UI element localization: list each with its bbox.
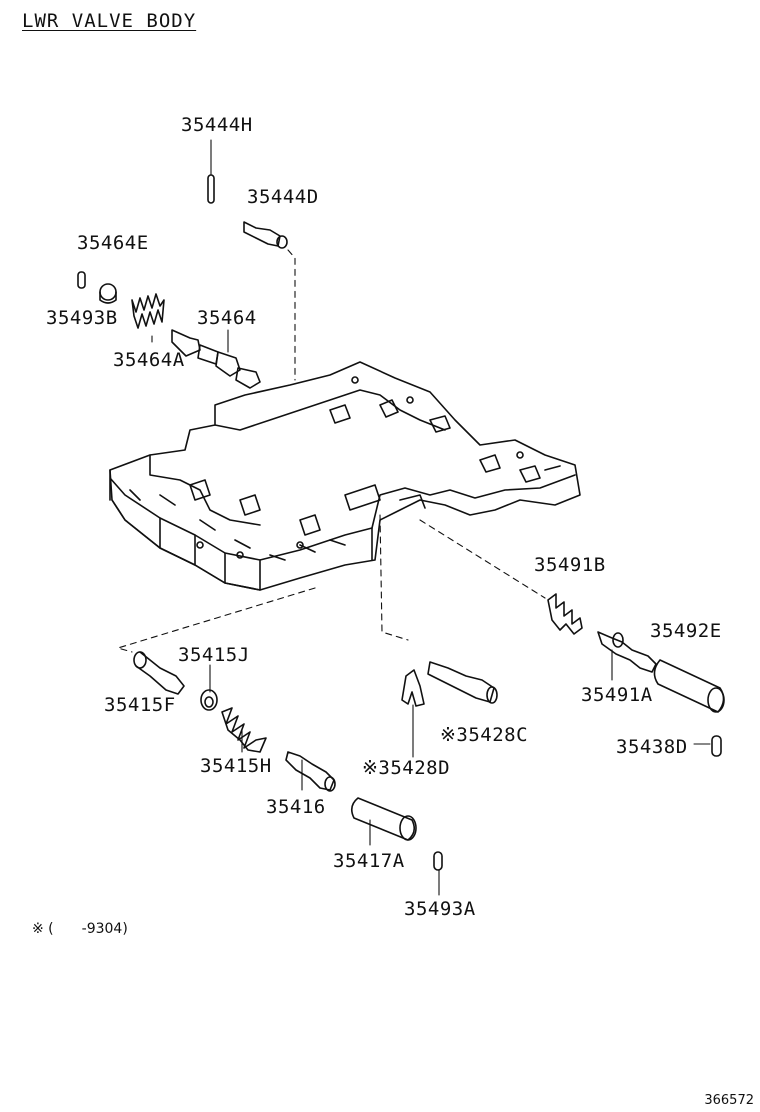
label-35464a: 35464A bbox=[113, 349, 185, 371]
diagram-title: LWR VALVE BODY bbox=[22, 10, 197, 32]
label-35428d: ※35428D bbox=[362, 757, 451, 779]
label-35417a: 35417A bbox=[333, 850, 405, 872]
lower-valve-body-plate bbox=[109, 361, 581, 591]
label-35438d: 35438D bbox=[616, 736, 688, 758]
label-35492e: 35492E bbox=[650, 620, 722, 642]
label-35464e: 35464E bbox=[77, 232, 149, 254]
label-35415h: 35415H bbox=[200, 755, 272, 777]
sleeve-35417a bbox=[350, 797, 417, 841]
valve-35416 bbox=[285, 751, 336, 792]
label-35428c: ※35428C bbox=[440, 724, 529, 746]
retainer-35428d bbox=[401, 669, 425, 707]
spring-35464a bbox=[131, 293, 165, 329]
label-35444h: 35444H bbox=[181, 114, 253, 136]
label-35491b: 35491B bbox=[534, 554, 606, 576]
label-35415f: 35415F bbox=[104, 694, 176, 716]
pin-35493b bbox=[77, 271, 86, 289]
spring-35415h bbox=[221, 707, 267, 753]
plug-35464e bbox=[99, 283, 117, 304]
label-35415j: 35415J bbox=[178, 644, 250, 666]
plug-35415f bbox=[133, 651, 185, 695]
footnote: ※ ( -9304) bbox=[32, 921, 128, 937]
callout-lines bbox=[151, 139, 711, 896]
plug-35444d bbox=[243, 221, 288, 249]
pin-35438d bbox=[711, 735, 722, 757]
label-35491a: 35491A bbox=[581, 684, 653, 706]
pin-35493a bbox=[433, 851, 443, 871]
label-35444d: 35444D bbox=[247, 186, 319, 208]
label-35493a: 35493A bbox=[404, 898, 476, 920]
valve-35428c bbox=[427, 661, 498, 704]
document-number: 366572 bbox=[704, 1093, 754, 1108]
sleeve-35492e bbox=[653, 659, 725, 713]
spring-35491b bbox=[547, 593, 583, 635]
valve-35464 bbox=[171, 329, 261, 389]
label-35493b: 35493B bbox=[46, 307, 118, 329]
valve-35491a bbox=[597, 631, 657, 673]
label-35464: 35464 bbox=[197, 307, 257, 329]
leader-lines bbox=[117, 249, 546, 653]
label-35416: 35416 bbox=[266, 796, 326, 818]
ring-35415j bbox=[200, 689, 218, 711]
pin-35444h bbox=[207, 174, 215, 204]
